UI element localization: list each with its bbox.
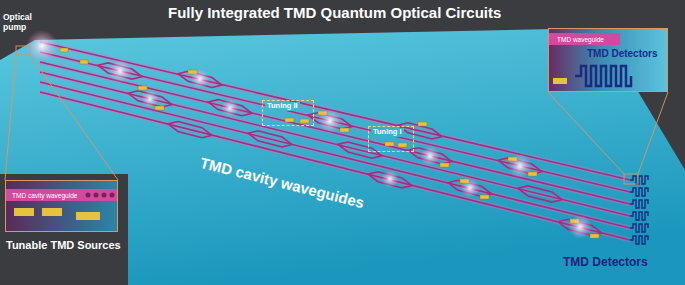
source-inset: TMD cavity waveguideTunable TMD Sources (5, 180, 118, 232)
electrode (300, 119, 309, 123)
electrode (398, 143, 407, 147)
electrode (480, 195, 489, 199)
electrode (418, 122, 427, 126)
tuning-label: Tuning I (371, 128, 404, 137)
cavity-waveguide-bar (5, 189, 118, 201)
glow (381, 170, 399, 188)
glow (141, 90, 159, 108)
electrode (155, 106, 164, 110)
gold-pad (76, 212, 100, 220)
electrode (60, 48, 68, 52)
mzi (168, 122, 212, 138)
electrode (385, 142, 394, 146)
leader-line (548, 92, 624, 174)
title: Fully Integrated TMD Quantum Optical Cir… (168, 4, 501, 21)
pump-label: Optical pump (3, 13, 51, 33)
waveguide (40, 92, 630, 240)
source-inset-art (5, 180, 118, 232)
inset-panel (0, 174, 128, 285)
glow (108, 59, 132, 83)
glow (318, 109, 342, 133)
waveguide (40, 72, 630, 216)
glow (568, 215, 592, 239)
electrodes (60, 48, 599, 238)
inset-label: TMD cavity waveguide (12, 192, 77, 199)
detector (630, 236, 648, 244)
electrode (80, 60, 88, 64)
leader-line (5, 55, 16, 180)
gold-pad (14, 208, 34, 216)
waveguide (40, 42, 630, 180)
detector-comb (575, 66, 631, 86)
glow (190, 69, 210, 89)
interferometers (98, 63, 602, 236)
detector-label: TMD Detectors (563, 256, 648, 270)
glow (26, 30, 58, 62)
mzi (518, 186, 562, 202)
glow (221, 99, 239, 117)
glow (460, 178, 480, 198)
waveguides (40, 42, 630, 240)
cavity-hole (94, 193, 99, 198)
waveguide-glow-line (40, 62, 630, 204)
detector-meanders (630, 176, 648, 244)
glow (508, 154, 532, 178)
waveguide-bar (548, 33, 620, 45)
waveguide-glow-line (40, 42, 630, 180)
detector-inset-art (548, 28, 668, 92)
zoom-marker (16, 46, 30, 55)
detector (630, 200, 648, 208)
cavity-hole (86, 193, 91, 198)
mzi (128, 91, 172, 107)
electrode (440, 163, 449, 167)
waveguide-glow-line (40, 72, 630, 216)
zoom-marker (624, 174, 638, 184)
detector-inset: TMD waveguideTMD Detectors (548, 28, 668, 92)
mzi (338, 142, 382, 158)
inset-ground (5, 180, 118, 232)
detector (630, 188, 648, 196)
electrode (285, 118, 294, 122)
leader-line (30, 55, 118, 180)
inset-label: TMD waveguide (557, 36, 604, 43)
inset-heading: TMD Detectors (587, 48, 658, 60)
detector (630, 176, 648, 184)
detector (630, 224, 648, 232)
glow (420, 146, 440, 166)
gold-pad (42, 208, 62, 216)
waveguide-glow-line (40, 82, 630, 228)
chip-slab (0, 28, 685, 285)
inset-caption: Tunable TMD Sources (6, 239, 121, 252)
waveguide-glow-line (40, 92, 630, 240)
tuning-box: Tuning I (368, 126, 414, 152)
electrode (340, 128, 349, 132)
mzi (248, 131, 292, 147)
waveguide-glow (40, 42, 630, 240)
inset-ground (548, 28, 668, 92)
waveguide-glow-line (40, 52, 630, 192)
waveguide (40, 82, 630, 228)
cavity-hole (102, 193, 107, 198)
tuning-label: Tuning II (265, 102, 300, 111)
tuning-box: Tuning II (262, 100, 314, 126)
gold-pad (553, 78, 567, 84)
electrode (590, 234, 599, 238)
leader-line (638, 92, 668, 174)
waveguide (40, 52, 630, 192)
detector (630, 212, 648, 220)
waveguide (40, 62, 630, 204)
electrode (138, 86, 147, 90)
cavity-hole (110, 193, 115, 198)
